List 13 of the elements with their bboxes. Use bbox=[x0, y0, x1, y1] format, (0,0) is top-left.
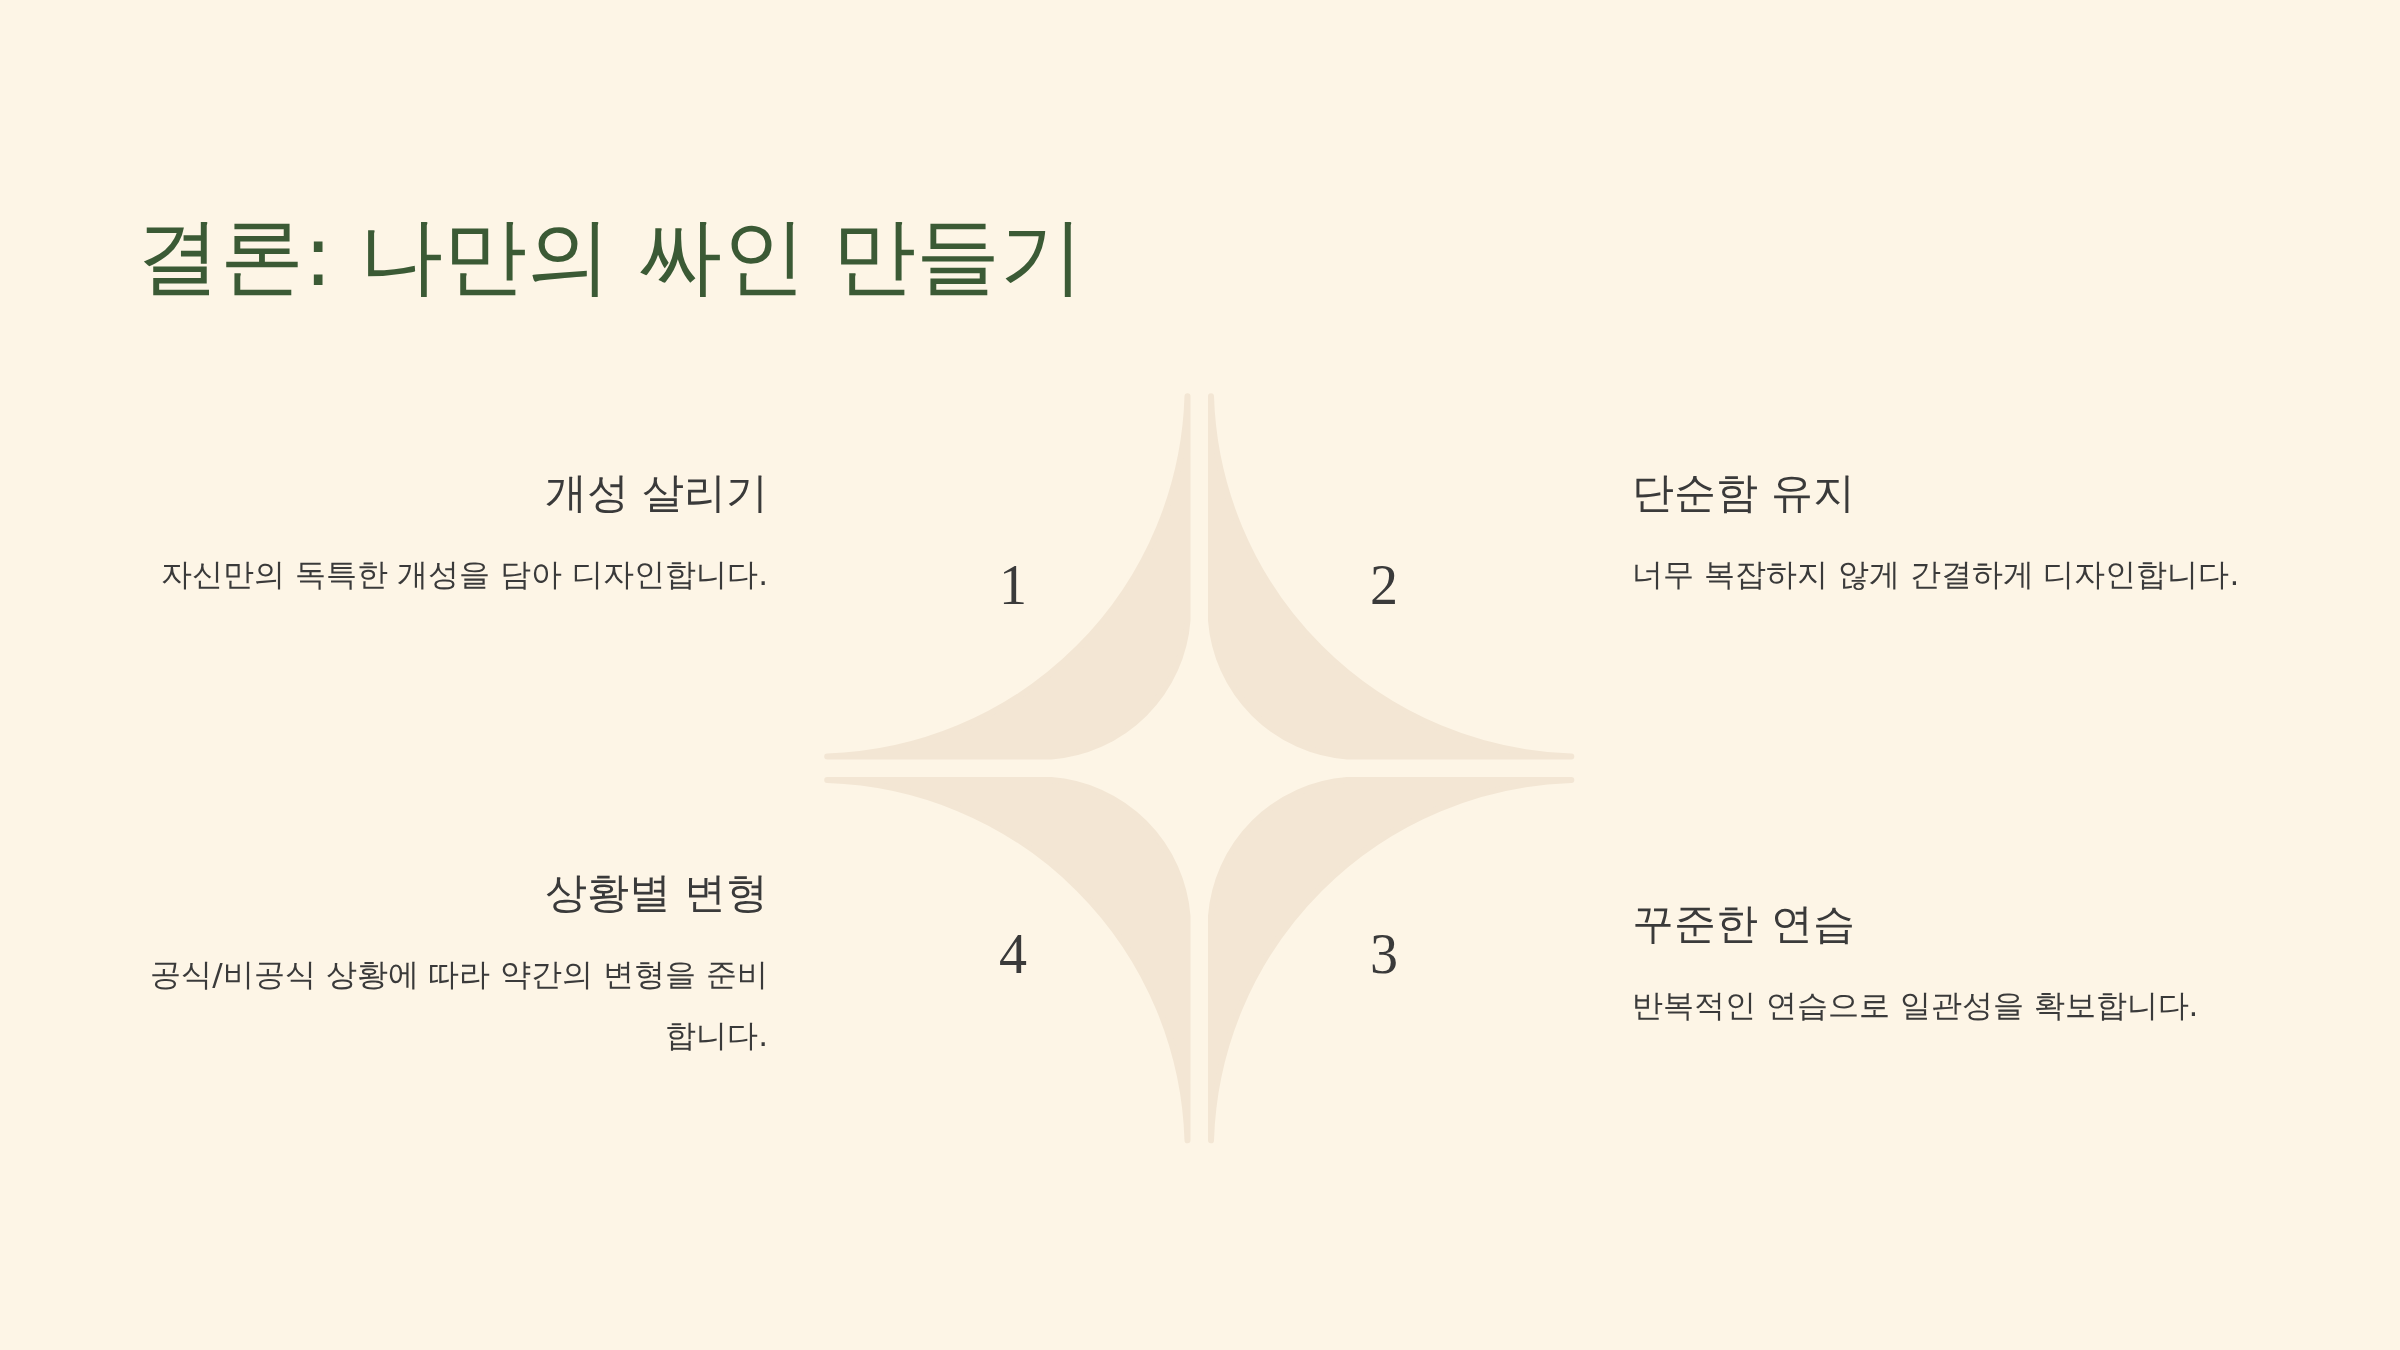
step-heading: 단순함 유지 bbox=[1632, 468, 1857, 519]
step-heading: 개성 살리기 bbox=[543, 468, 768, 519]
step-description: 공식/비공식 상황에 따라 약간의 변형을 준비합니다. bbox=[149, 955, 768, 1056]
step-description: 자신만의 독특한 개성을 담아 디자인합니다. bbox=[159, 555, 768, 595]
step-number: 1 bbox=[999, 557, 1027, 613]
step-description: 반복적인 연습으로 일관성을 확보합니다. bbox=[1632, 986, 2200, 1026]
step-number: 3 bbox=[1370, 926, 1398, 982]
slide-title: 결론: 나만의 싸인 만들기 bbox=[136, 206, 1085, 307]
step-heading: 꾸준한 연습 bbox=[1632, 899, 1857, 950]
step-number: 4 bbox=[999, 926, 1027, 982]
step-description: 너무 복잡하지 않게 간결하게 디자인합니다. bbox=[1632, 555, 2241, 595]
step-heading: 상황별 변형 bbox=[543, 868, 768, 919]
step-number: 2 bbox=[1370, 557, 1398, 613]
